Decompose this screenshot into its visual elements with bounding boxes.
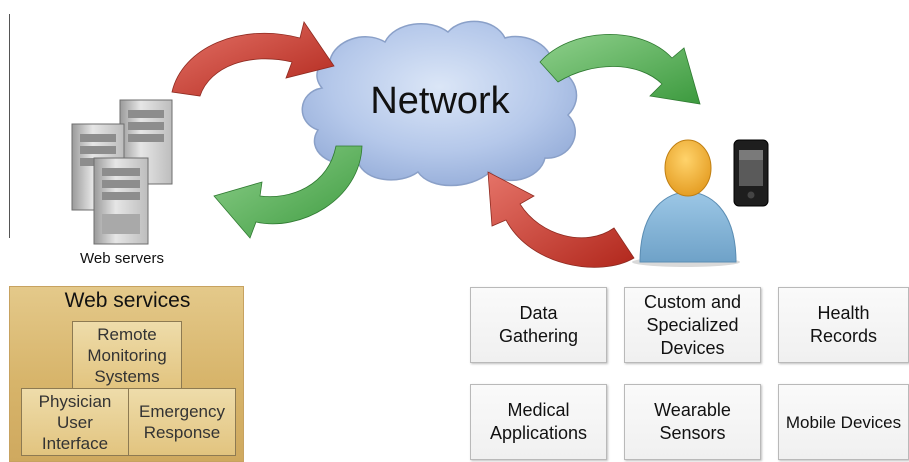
web-services-panel: Web services Remote Monitoring Systems P… (9, 286, 244, 462)
capability-label: Custom and Specialized Devices (643, 291, 742, 358)
cloud-icon (301, 20, 578, 187)
capability-box: Medical Applications (470, 384, 607, 460)
arrow-green-to-servers (213, 145, 363, 239)
capability-box: Health Records (778, 287, 909, 363)
arrow-green-to-user (539, 34, 701, 105)
capability-label: Wearable Sensors (654, 400, 731, 443)
left-divider-line (9, 14, 10, 238)
physician-interface-box: Physician User Interface (21, 388, 129, 456)
smartphone-icon (733, 139, 769, 207)
capability-box: Wearable Sensors (624, 384, 761, 460)
user-icon (632, 139, 740, 267)
remote-monitoring-box: Remote Monitoring Systems (72, 321, 182, 389)
physician-interface-label: Physician User Interface (38, 391, 112, 453)
web-servers-caption: Web servers (80, 250, 164, 267)
arrow-red-to-network-from-user (487, 171, 635, 268)
web-services-title: Web services (64, 289, 191, 312)
emergency-response-label: Emergency Response (139, 402, 225, 442)
capability-label: Medical Applications (489, 400, 588, 443)
server-icon (71, 99, 173, 245)
capability-label: Data Gathering (498, 303, 579, 346)
capability-label: Health Records (809, 303, 878, 346)
capability-box: Mobile Devices (778, 384, 909, 460)
remote-monitoring-label: Remote Monitoring Systems (87, 324, 167, 386)
capability-box: Data Gathering (470, 287, 607, 363)
network-label: Network (370, 80, 510, 122)
capability-box: Custom and Specialized Devices (624, 287, 761, 363)
emergency-response-box: Emergency Response (128, 388, 236, 456)
arrow-red-to-network (171, 21, 335, 97)
capability-label: Mobile Devices (785, 412, 902, 432)
